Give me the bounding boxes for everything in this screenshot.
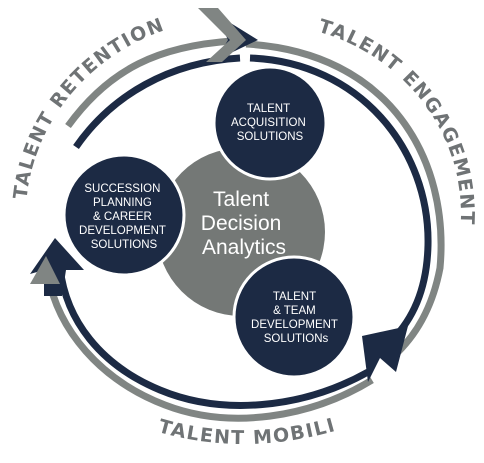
arrowhead-left [30, 238, 84, 296]
arrowhead-left-gray [30, 256, 60, 284]
acquisition-node [212, 65, 328, 181]
node-line: SOLUTIONs [264, 333, 329, 345]
outer-ring-bottom-left [44, 274, 374, 422]
outer-ring-right [245, 40, 445, 355]
node-line: SOLUTIONS [237, 131, 304, 143]
node-line: DEVELOPMENT [251, 319, 338, 331]
center-label: Talent Decision Analytics [201, 188, 287, 259]
development-node [232, 255, 356, 379]
node-line: & CAREER [93, 211, 152, 223]
node-line: & TEAM [273, 305, 316, 317]
development-label: TALENT & TEAM DEVELOPMENT SOLUTIONs [251, 291, 341, 345]
node-line: ACQUISITION [231, 117, 306, 129]
node-line: SUCCESSION [84, 183, 160, 195]
center-line: Decision [201, 212, 282, 235]
outer-ring-top [65, 37, 233, 129]
arrowhead-top-gray [198, 8, 246, 62]
node-line: TALENT [247, 103, 290, 115]
inner-ring-right [249, 54, 432, 343]
node-line: SOLUTIONS [91, 239, 158, 251]
node-line: DEVELOPMENT [79, 225, 166, 237]
node-line: PLANNING [93, 197, 152, 209]
center-line: Analytics [202, 236, 286, 259]
node-line: TALENT [273, 291, 316, 303]
succession-label: SUCCESSION PLANNING & CAREER DEVELOPMENT… [79, 183, 169, 251]
acquisition-label: TALENT ACQUISITION SOLUTIONS [231, 103, 309, 143]
center-line: Talent [213, 188, 269, 211]
talent-engagement-label: TALENT ENGAGEMENT [316, 15, 478, 226]
inner-ring-bottom-left [56, 267, 370, 409]
succession-node [62, 153, 186, 277]
arrowhead-right [362, 326, 408, 382]
